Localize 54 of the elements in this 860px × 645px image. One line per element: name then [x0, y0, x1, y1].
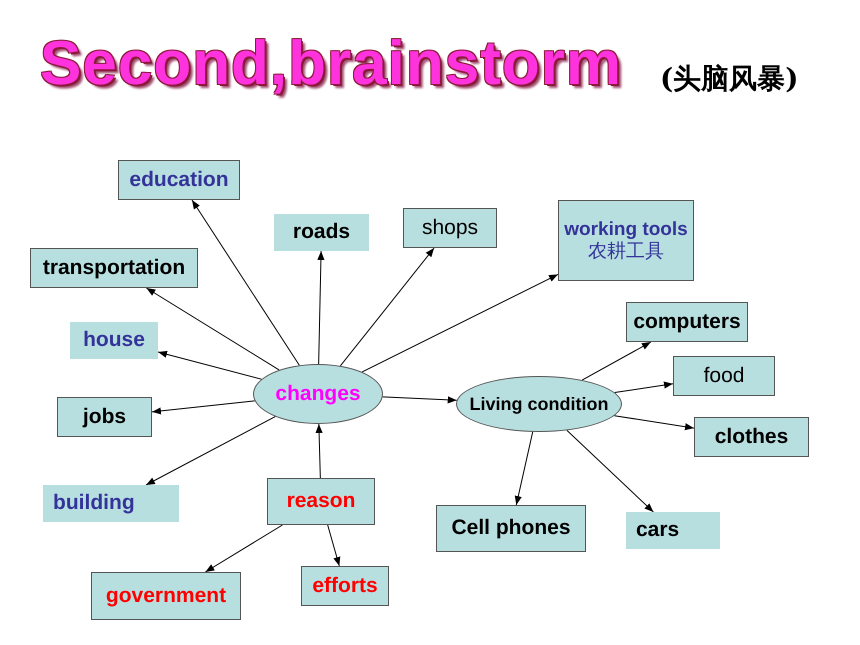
topic-box — [403, 208, 497, 248]
topic-label: roads — [292, 220, 350, 245]
topic-box — [70, 322, 158, 359]
arrow — [152, 400, 256, 414]
topic-label: house — [83, 328, 145, 353]
topic-box — [91, 572, 241, 620]
topic-box — [30, 248, 198, 288]
arrow — [566, 430, 654, 512]
topic-label: Cell phones — [451, 516, 571, 541]
arrow — [340, 248, 435, 366]
arrow — [204, 524, 283, 572]
topic-label: shops — [422, 216, 478, 240]
title-translation: (头脑风暴) — [660, 61, 798, 97]
topic-box — [301, 566, 389, 606]
topic-label: reason — [286, 489, 356, 514]
arrow — [362, 274, 558, 372]
arrow — [158, 350, 262, 380]
topic-box — [57, 397, 152, 437]
arrow — [327, 524, 340, 566]
arrow — [614, 382, 674, 394]
arrow — [514, 431, 534, 506]
topic-box — [673, 356, 775, 396]
topic-box — [274, 214, 369, 251]
topic-box — [558, 200, 694, 281]
arrow — [614, 415, 694, 430]
topic-label: working tools — [564, 218, 688, 240]
translation-label: 农耕工具 — [588, 240, 664, 262]
topic-label: transportation — [42, 256, 186, 280]
topic-label: efforts — [312, 574, 378, 598]
topic-box — [43, 485, 179, 522]
title: Second,brainstorm — [40, 28, 622, 99]
topic-label: government — [106, 584, 226, 608]
topic-box — [267, 478, 375, 525]
arrow — [316, 424, 323, 478]
topic-label: cars — [636, 518, 680, 543]
topic-box — [694, 417, 809, 457]
topic-label: clothes — [714, 424, 788, 450]
arrow — [146, 288, 280, 370]
topic-label: changes — [275, 382, 361, 406]
arrow — [582, 342, 652, 381]
topic-label: jobs — [82, 404, 126, 430]
topic-box — [118, 160, 240, 200]
arrow — [382, 396, 458, 404]
topic-box — [626, 302, 748, 342]
topic-label: food — [704, 364, 744, 388]
arrow — [317, 250, 324, 364]
topic-label: building — [53, 491, 135, 516]
arrow — [192, 200, 300, 366]
topic-label: Living condition — [470, 394, 608, 414]
topic-label: education — [129, 168, 229, 192]
topic-box — [626, 512, 720, 549]
topic-label: computers — [633, 310, 741, 334]
arrow — [145, 416, 276, 486]
topic-box — [436, 505, 586, 552]
